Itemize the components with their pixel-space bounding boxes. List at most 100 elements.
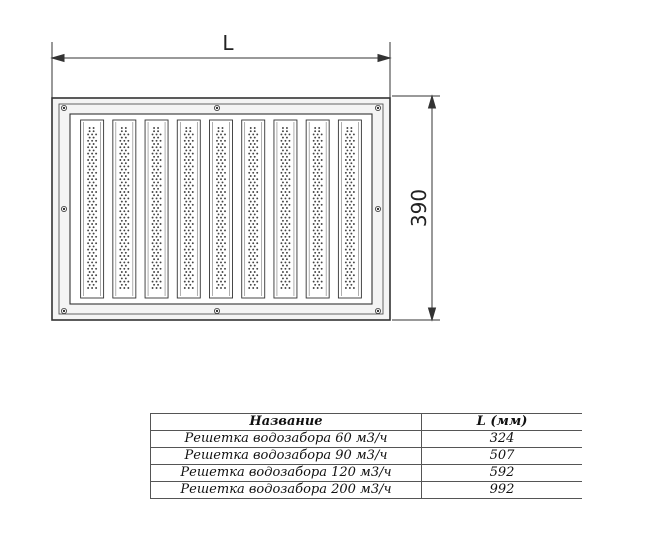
perforation-hole [220, 261, 222, 264]
perforation-hole [344, 159, 347, 161]
perforation-hole [87, 191, 90, 193]
height-label: 390 [407, 189, 431, 227]
perforation-hole [288, 267, 291, 270]
perforation-hole [123, 159, 126, 161]
perforation-hole [183, 210, 186, 213]
perforation-hole [92, 271, 95, 273]
perforation-hole [191, 191, 194, 193]
perforation-hole [312, 178, 315, 181]
perforation-hole [216, 287, 218, 289]
perforation-hole [318, 213, 321, 216]
perforation-hole [256, 197, 259, 200]
perforation-hole [127, 139, 130, 142]
perforation-hole [256, 152, 259, 155]
perforation-hole [350, 149, 353, 152]
perforation-hole [88, 251, 91, 254]
perforation-hole [187, 152, 190, 155]
perforation-hole [159, 165, 162, 168]
grate-mid-frame [58, 103, 384, 315]
perforation-hole [253, 127, 256, 129]
perforation-hole [155, 261, 158, 264]
perforation-hole [221, 143, 224, 145]
perforation-hole [216, 171, 218, 174]
perforation-hole [224, 274, 226, 277]
perforation-hole [221, 194, 224, 197]
perforation-hole [252, 159, 255, 161]
perforation-hole [249, 181, 252, 184]
perforation-hole [183, 191, 186, 193]
perforation-hole [348, 152, 351, 155]
perforation-hole [123, 152, 126, 155]
perforation-hole [185, 283, 188, 286]
perforation-hole [312, 133, 315, 136]
perforation-hole [191, 159, 194, 161]
perforation-hole [344, 223, 347, 225]
perforation-hole [350, 168, 353, 171]
perforation-hole [87, 274, 90, 277]
perforation-hole [249, 258, 252, 261]
perforation-hole [280, 184, 283, 187]
perforation-hole [185, 155, 188, 158]
perforation-hole [280, 165, 283, 168]
perforation-hole [252, 242, 255, 245]
perforation-hole [248, 203, 251, 206]
perforation-hole [318, 245, 321, 248]
perforation-hole [120, 277, 123, 280]
perforation-hole [151, 280, 154, 283]
perforation-hole [155, 255, 158, 257]
perforation-hole [316, 274, 319, 277]
perforation-hole [344, 229, 347, 232]
perforation-hole [183, 178, 186, 181]
perforation-hole [314, 187, 317, 190]
perforation-hole [312, 235, 315, 238]
perforation-hole [159, 255, 162, 257]
perforation-hole [344, 216, 347, 219]
perforation-hole [124, 155, 127, 158]
perforation-hole [318, 277, 321, 280]
perforation-hole [187, 146, 190, 149]
perforation-hole [159, 139, 162, 142]
perforation-hole [256, 184, 259, 187]
perforation-hole [187, 261, 190, 264]
perforation-hole [256, 139, 259, 142]
perforation-hole [288, 223, 291, 225]
perforation-hole [285, 162, 288, 165]
perforation-hole [217, 200, 220, 203]
perforation-hole [316, 178, 319, 181]
perforation-hole [256, 165, 259, 168]
perforation-hole [288, 229, 291, 232]
perforation-hole [318, 168, 321, 171]
perforation-hole [281, 207, 284, 209]
perforation-hole [249, 219, 252, 222]
perforation-hole [191, 203, 194, 206]
perforation-hole [224, 255, 226, 257]
perforation-hole [344, 267, 347, 270]
perforation-hole [185, 213, 188, 216]
perforation-hole [124, 283, 127, 286]
perforation-hole [187, 210, 190, 213]
perforation-hole [127, 216, 130, 219]
perforation-hole [120, 245, 123, 248]
perforation-hole [280, 280, 283, 283]
perforation-hole [88, 219, 91, 222]
perforation-hole [123, 287, 126, 289]
perforation-hole [220, 152, 222, 155]
perforation-hole [216, 203, 218, 206]
perforation-hole [249, 271, 252, 273]
perforation-holes [280, 127, 291, 289]
perforation-hole [87, 261, 90, 264]
perforation-hole [95, 235, 98, 238]
perforation-hole [87, 203, 90, 206]
perforation-hole [217, 175, 220, 177]
perforation-hole [220, 139, 222, 142]
perforation-hole [249, 194, 252, 197]
perforation-hole [87, 216, 90, 219]
perforation-hole [248, 171, 251, 174]
perforation-hole [253, 155, 256, 158]
perforation-hole [314, 232, 317, 235]
perforation-hole [92, 232, 95, 235]
perforation-hole [189, 130, 192, 133]
perforation-hole [252, 223, 255, 225]
perforation-hole [123, 274, 126, 277]
perforation-hole [153, 187, 156, 190]
